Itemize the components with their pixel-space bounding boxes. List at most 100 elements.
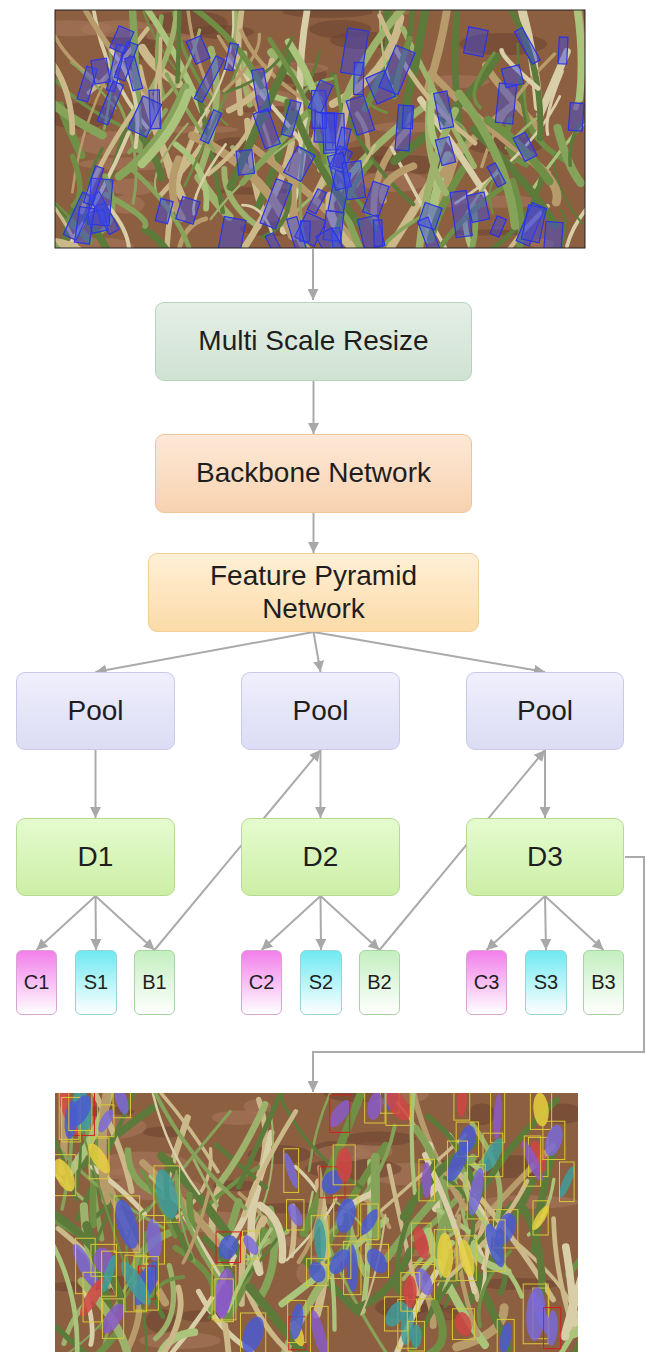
ear-box (243, 1231, 260, 1259)
flow-arrow (320, 750, 322, 818)
pool-box: Pool (16, 672, 175, 750)
leaf-stroke (573, 1287, 578, 1334)
ear-mask (365, 1093, 384, 1121)
ear-mask (363, 1245, 392, 1277)
ear-box (452, 1309, 474, 1340)
ear-box (252, 68, 271, 112)
ear-box (76, 1238, 96, 1293)
ear-mask (498, 1322, 514, 1352)
ear-box (55, 1155, 76, 1196)
ear-box (287, 216, 308, 248)
pool-box: Pool (466, 672, 624, 750)
ear-box (265, 233, 288, 248)
output-box: B3 (583, 950, 624, 1015)
ear-box (284, 146, 315, 181)
leaf-stroke (431, 1303, 443, 1352)
flow-arrow (545, 896, 546, 950)
soil-patch (343, 1132, 416, 1146)
ear-box (434, 1230, 456, 1281)
ear-box (102, 1299, 123, 1339)
ear-box (212, 1265, 236, 1320)
ear-box (328, 1245, 350, 1279)
flow-arrow (487, 896, 546, 950)
ear-box (447, 1141, 467, 1186)
node-label: Pool (517, 695, 573, 727)
ear-box (464, 27, 489, 57)
leaf-stroke (565, 1207, 578, 1336)
ear-box (401, 1273, 420, 1312)
ear-box (287, 1200, 304, 1230)
soil-patch (282, 10, 372, 18)
output-box: C3 (466, 950, 507, 1015)
ear-mask (95, 1107, 117, 1135)
ear-box (402, 105, 414, 128)
ear-box (253, 109, 280, 149)
leaf-stroke (260, 1206, 282, 1260)
ear-mask (532, 1093, 550, 1127)
ear-box (373, 220, 383, 247)
ear-box (450, 190, 472, 237)
node-label: C2 (249, 971, 275, 994)
ear-box (495, 83, 516, 124)
soil-ground (55, 10, 585, 248)
ear-mask (411, 1225, 432, 1260)
node-label: B2 (367, 971, 391, 994)
flow-arrow (314, 632, 321, 672)
leaf-stroke (157, 1288, 180, 1352)
leaf-stroke (383, 166, 414, 200)
leaf-stroke (178, 10, 180, 82)
ear-mask (111, 1197, 143, 1251)
ear-mask (437, 1232, 454, 1278)
ear-box (408, 1321, 424, 1351)
flow-arrow (95, 896, 98, 950)
ear-box (224, 43, 238, 71)
leaf-stroke (183, 1191, 209, 1263)
ear-mask (307, 1260, 329, 1285)
ear-box (523, 1284, 548, 1344)
flow-arrow (320, 896, 323, 950)
node-label: B1 (142, 971, 166, 994)
ear-box (365, 1093, 385, 1123)
ear-mask (112, 1093, 131, 1116)
ear-mask (466, 1167, 487, 1217)
ear-box (311, 1216, 329, 1265)
node-label: S2 (309, 971, 333, 994)
pool-box: Pool (241, 672, 400, 750)
ear-box (110, 26, 134, 54)
ear-box (501, 65, 523, 88)
ear-box (260, 179, 292, 229)
photo-frame (55, 10, 585, 248)
ear-box (434, 91, 454, 129)
leaf-stroke (439, 1181, 527, 1285)
leaf-stroke (144, 1093, 199, 1194)
ear-mask (334, 1197, 358, 1235)
ear-box (457, 1236, 476, 1281)
leaf-stroke (73, 156, 80, 205)
ear-box (419, 1159, 435, 1201)
ear-box (128, 96, 162, 137)
node-label: Feature Pyramid Network (159, 560, 468, 624)
ear-mask (313, 1218, 328, 1262)
ear-box (568, 103, 584, 132)
ear-box (125, 1255, 147, 1312)
ear-mask (546, 1310, 559, 1346)
ear-box (218, 217, 246, 248)
ear-box (385, 1297, 408, 1331)
ear-box (435, 137, 455, 166)
ear-box (487, 163, 506, 187)
ear-mask (84, 1140, 114, 1177)
ear-box (454, 1093, 470, 1120)
ear-box (113, 1093, 130, 1118)
flow-arrow (544, 750, 546, 818)
ear-box (544, 1308, 561, 1349)
output-box: B2 (359, 950, 400, 1015)
leaf-stroke (569, 10, 584, 108)
ear-box (316, 228, 352, 248)
ear-box (241, 1313, 266, 1352)
ear-mask (411, 1324, 422, 1348)
ear-mask (116, 1258, 156, 1309)
detector-box: D2 (241, 818, 400, 896)
ear-box (354, 62, 364, 94)
ear-box (84, 166, 104, 205)
